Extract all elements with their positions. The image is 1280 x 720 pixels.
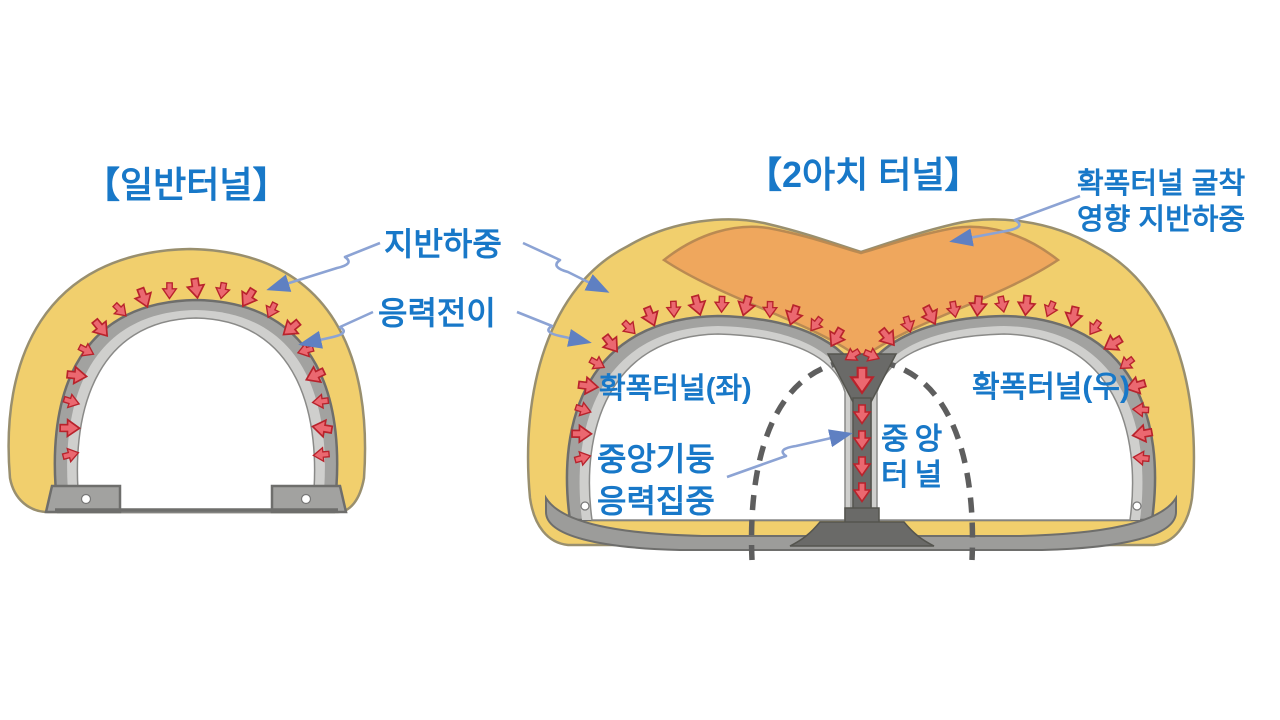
excavation-load-leader: [949, 194, 1081, 247]
invert-slab: [545, 494, 1177, 551]
two-arch-tunnel-title: 【2아치 터널】: [746, 154, 981, 195]
regular-tunnel-title: 【일반터널】: [84, 164, 289, 205]
ground-load-leader-right: [522, 241, 610, 293]
excavation-load-region: [661, 225, 1061, 364]
stress-transfer-leader-left: [298, 310, 374, 349]
leader-arrows: [266, 194, 1081, 479]
slab-right-dot: [1132, 501, 1142, 511]
stress-transfer-leader-right: [516, 310, 592, 347]
pillar-base-foot: [789, 521, 935, 547]
left-footing-dot: [80, 493, 92, 505]
pillar-stress-line1: 중앙기둥: [597, 441, 715, 477]
right-arch-opening: [876, 333, 1134, 521]
slab-left-dot: [580, 501, 590, 511]
center-tunnel-line1: 중앙: [881, 423, 949, 456]
excavation-load-line1: 확폭터널 굴착: [1077, 168, 1246, 200]
regular-tunnel-drawing: [7, 247, 367, 514]
tunnel-opening: [76, 317, 316, 513]
left-arch-opening: [588, 333, 846, 521]
excavation-load-line2: 영향 지반하중: [1077, 204, 1246, 236]
left-widened-tunnel-label: 확폭터널(좌): [599, 373, 752, 405]
stress-transfer-label: 응력전이: [378, 295, 496, 331]
pillar-stress-leader: [726, 429, 853, 479]
pillar-stress-line2: 응력집중: [597, 483, 715, 519]
center-tunnel-line2: 터널: [881, 459, 949, 492]
ground-load-label: 지반하중: [384, 226, 502, 262]
right-footing-dot: [300, 493, 312, 505]
right-widened-tunnel-label: 확폭터널(우): [972, 371, 1130, 404]
two-arch-tunnel-drawing: [526, 218, 1196, 561]
ground-load-leader-left: [266, 241, 381, 292]
